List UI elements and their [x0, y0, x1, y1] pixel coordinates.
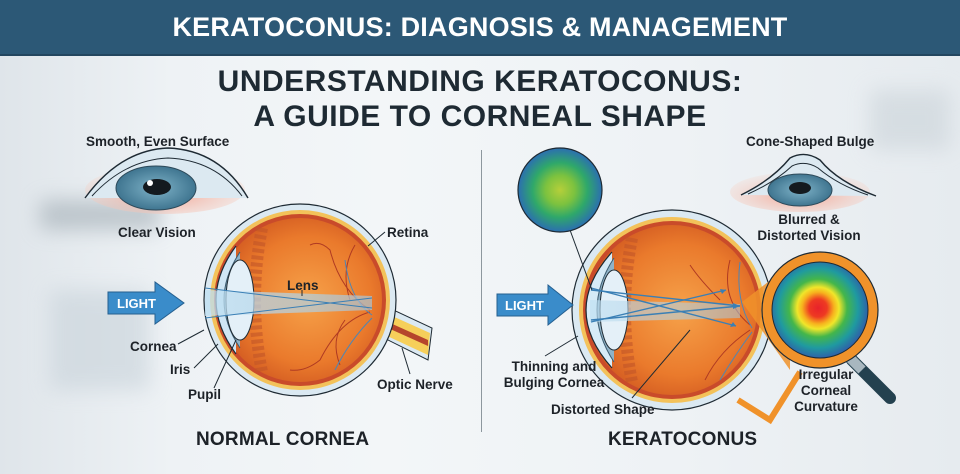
page-title-line-2: A GUIDE TO CORNEAL SHAPE	[253, 100, 707, 133]
label-optic-nerve: Optic Nerve	[377, 377, 453, 392]
label-thinning-bulging-cornea: Thinning and Bulging Cornea	[502, 359, 606, 391]
label-lens: Lens	[287, 278, 319, 293]
label-curvature-line: Curvature	[794, 399, 858, 414]
section-divider	[481, 150, 482, 432]
label-bulging-line: Bulging Cornea	[503, 375, 605, 390]
label-thinning-line: Thinning and	[511, 359, 597, 374]
label-blurred-line: Blurred &	[778, 212, 840, 227]
label-cornea: Cornea	[130, 339, 177, 354]
section-title-keratoconus: KERATOCONUS	[608, 429, 758, 450]
banner-title: KERATOCONUS: DIAGNOSIS & MANAGEMENT	[172, 11, 788, 42]
page-title: UNDERSTANDING KERATOCONUS: A GUIDE TO CO…	[0, 64, 960, 134]
light-label-normal: LIGHT	[117, 296, 156, 311]
light-arrow-icon-keratoconus	[496, 283, 574, 327]
section-title-normal-cornea: NORMAL CORNEA	[196, 429, 370, 450]
normal-eyeball-diagram	[203, 203, 433, 397]
keratoconus-leader-lines	[544, 329, 691, 399]
label-pupil: Pupil	[188, 387, 221, 402]
label-irregular-line: Irregular	[798, 367, 854, 382]
label-distorted-shape: Distorted Shape	[551, 402, 655, 417]
label-distorted-vision-line: Distorted Vision	[757, 228, 861, 243]
keratoconus-small-eye-icon	[730, 153, 877, 212]
label-retina: Retina	[387, 225, 429, 240]
keratoconus-eyeball-diagram	[571, 209, 773, 411]
label-cone-shaped-bulge: Cone-Shaped Bulge	[746, 134, 875, 149]
label-smooth-even-surface: Smooth, Even Surface	[86, 134, 230, 149]
label-clear-vision: Clear Vision	[118, 225, 196, 240]
label-iris: Iris	[170, 362, 191, 377]
label-corneal-line: Corneal	[800, 383, 852, 398]
label-blurred-distorted-vision: Blurred & Distorted Vision	[748, 212, 870, 244]
light-label-keratoconus: LIGHT	[505, 298, 544, 313]
normal-small-eye-icon	[84, 147, 249, 214]
topography-map-mild-icon	[517, 147, 603, 291]
page-title-line-1: UNDERSTANDING KERATOCONUS:	[217, 65, 743, 98]
magnifier-topography-icon	[736, 251, 896, 425]
top-banner: KERATOCONUS: DIAGNOSIS & MANAGEMENT	[0, 0, 960, 56]
label-irregular-corneal-curvature: Irregular Corneal Curvature	[786, 367, 866, 415]
light-arrow-icon-normal	[107, 281, 185, 325]
normal-leader-lines	[177, 231, 411, 389]
